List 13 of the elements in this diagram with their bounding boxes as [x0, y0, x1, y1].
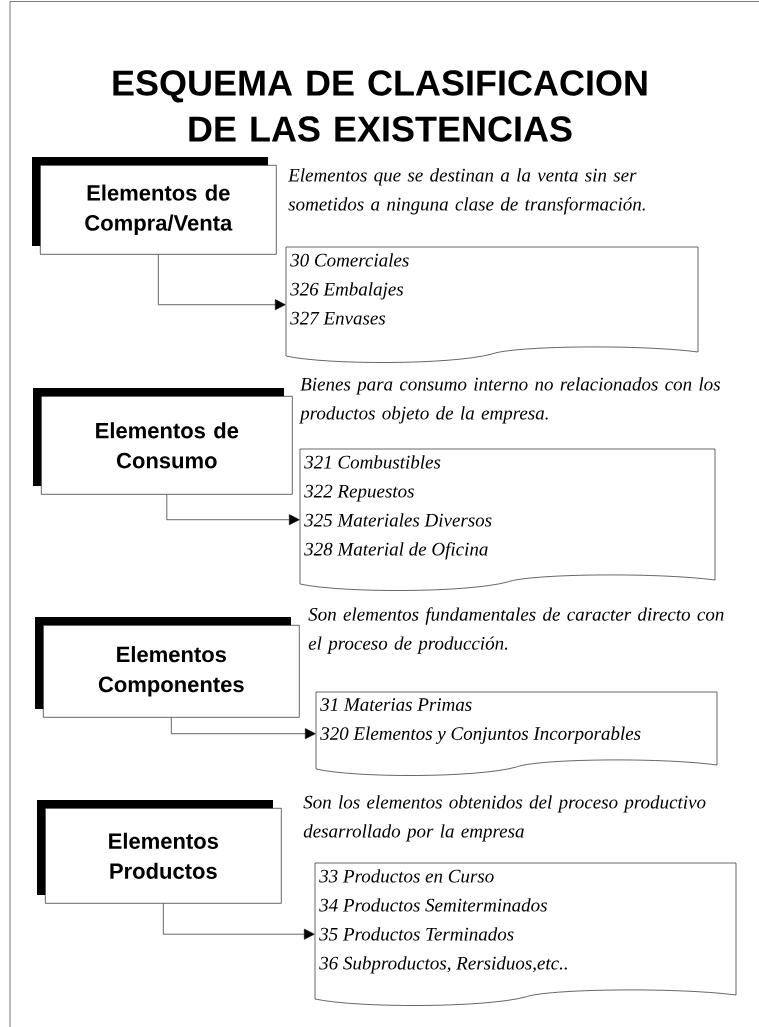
- description-text: Son los elementos obtenidos del proceso productivo desarrollado por la empresa: [303, 795, 706, 842]
- category-box: Elementos de Compra/Venta: [32, 157, 277, 255]
- arrow: [171, 717, 316, 740]
- description-text: Bienes para consumo interno no relacionados con los productos objeto de la empresa.: [299, 377, 721, 424]
- category-box: Elementos Productos: [37, 800, 282, 904]
- description-text: Elementos que se destinan a la venta sin ser sometidos a ninguna clase de transformación.: [288, 168, 645, 215]
- category-box: Elementos de Consumo: [33, 388, 293, 495]
- arrow: [163, 903, 315, 940]
- description-text: Son elementos fundamentales de caracter directo con el proceso de producción.: [308, 607, 724, 654]
- arrow: [158, 254, 286, 311]
- title: ESQUEMA DE CLASIFICACION DE LAS EXISTENCIAS: [113, 70, 647, 142]
- category-box: Elementos Componentes: [35, 617, 300, 718]
- arrow: [166, 494, 300, 526]
